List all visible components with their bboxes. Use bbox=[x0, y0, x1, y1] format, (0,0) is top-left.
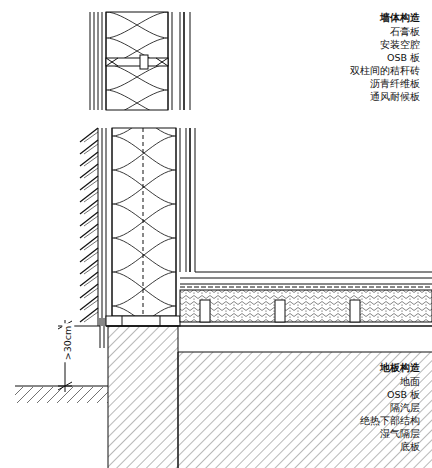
layer-label: 底板 bbox=[400, 441, 420, 453]
layer-label: OSB 板 bbox=[387, 52, 420, 64]
dimension-label: >30cm bbox=[62, 323, 74, 362]
layer-label: 通风耐候板 bbox=[370, 91, 420, 103]
layer-label: 湿气隔层 bbox=[380, 428, 420, 440]
layer-label: 石膏板 bbox=[390, 26, 420, 38]
layer-label: 双柱间的秸秆砖 bbox=[350, 65, 420, 77]
layer-label: 沥青纤维板 bbox=[370, 78, 420, 90]
layer-label: 地面 bbox=[400, 376, 420, 388]
layer-label: OSB 板 bbox=[387, 389, 420, 401]
layer-label: 隔汽层 bbox=[390, 402, 420, 414]
section-heading: 地板构造 bbox=[380, 362, 420, 374]
layer-label: 绝热下部结构 bbox=[360, 415, 420, 427]
layer-label: 安装空腔 bbox=[380, 39, 420, 51]
section-heading: 墙体构造 bbox=[380, 12, 420, 24]
